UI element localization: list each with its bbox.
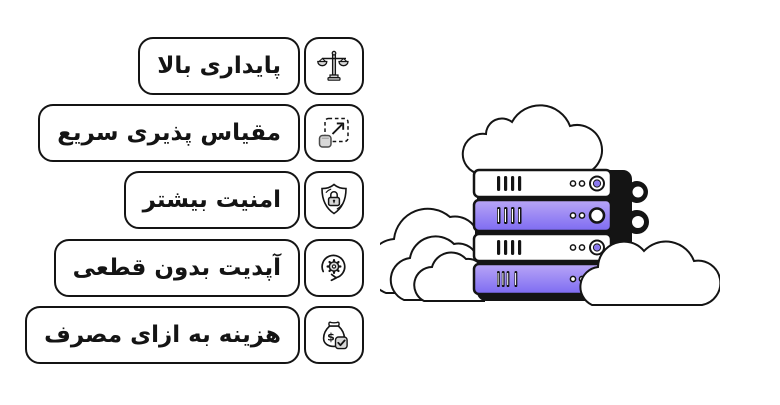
feature-badge-stability: پایداری بالا — [138, 37, 364, 95]
feature-label: آپدیت بدون قطعی — [53, 239, 300, 297]
cloud-top — [461, 104, 603, 175]
money-bag-check-icon: $ — [322, 321, 348, 350]
server-unit-4 — [472, 262, 613, 296]
feature-icon-box — [304, 37, 364, 95]
feature-icon-box — [304, 171, 364, 229]
scales-icon — [317, 50, 349, 81]
server-unit-1 — [472, 168, 613, 199]
feature-label: مقیاس پذیری سریع — [38, 104, 300, 162]
feature-icon-box: $ — [304, 306, 364, 364]
feature-label: هزینه به ازای مصرف — [25, 306, 300, 364]
led-light — [592, 179, 602, 188]
feature-label: پایداری بالا — [138, 37, 300, 95]
led-ring — [588, 207, 606, 224]
feature-badge-scalability: مقیاس پذیری سریع — [38, 104, 364, 162]
shield-lock-icon — [321, 183, 347, 215]
feature-badge-pay-per-use: هزینه به ازای مصرف $ — [25, 306, 364, 364]
server-unit-2 — [472, 198, 613, 233]
feature-icon-box — [304, 104, 364, 162]
feature-badge-security: امنیت بیشتر — [123, 171, 364, 229]
server-unit-3 — [472, 232, 613, 263]
cloud-front-right — [579, 240, 720, 306]
scale-up-icon — [318, 117, 349, 148]
led-light — [592, 243, 602, 252]
feature-label: امنیت بیشتر — [123, 171, 300, 229]
cloud-servers-illustration — [380, 88, 720, 320]
dollar-glyph: $ — [327, 331, 335, 344]
feature-badge-zero-downtime-update: آپدیت بدون قطعی — [53, 239, 364, 297]
update-gear-icon — [321, 254, 346, 282]
feature-icon-box — [304, 239, 364, 297]
